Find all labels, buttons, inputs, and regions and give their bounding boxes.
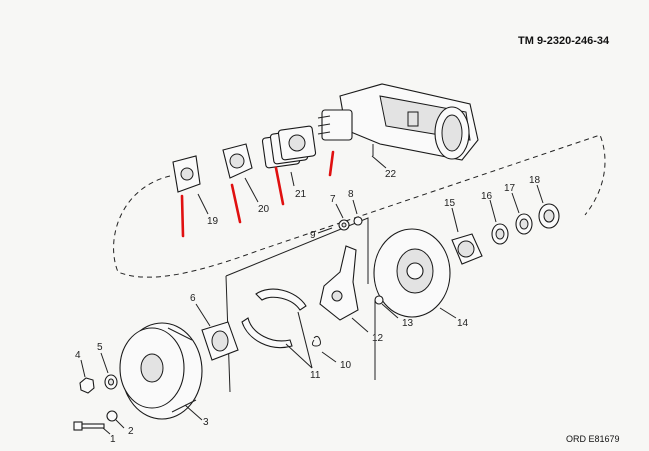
ring-17 bbox=[515, 213, 533, 235]
backing-plate-14 bbox=[373, 228, 451, 318]
leader-13 bbox=[381, 303, 399, 319]
leader-4 bbox=[80, 359, 86, 378]
leader-7 bbox=[335, 203, 344, 219]
leader-12 bbox=[351, 317, 369, 333]
leader-19 bbox=[197, 193, 209, 215]
brake-lever-12 bbox=[319, 245, 359, 321]
leader-2 bbox=[115, 419, 125, 429]
callout-5: 5 bbox=[97, 342, 103, 353]
bearing-flange-15 bbox=[451, 233, 483, 265]
axle-housing bbox=[317, 83, 479, 161]
callout-18: 18 bbox=[529, 175, 541, 186]
callout-4: 4 bbox=[75, 350, 81, 361]
leader-15 bbox=[451, 207, 459, 233]
red-mark-20 bbox=[230, 183, 242, 224]
callout-6: 6 bbox=[190, 293, 196, 304]
callout-1: 1 bbox=[110, 434, 116, 445]
leader-9 bbox=[317, 227, 333, 234]
leader-20 bbox=[244, 177, 259, 203]
brake-drum-3 bbox=[119, 322, 203, 420]
doc-number: TM 9-2320-246-34 bbox=[518, 35, 610, 47]
callout-9: 9 bbox=[310, 230, 316, 241]
red-mark-19 bbox=[180, 194, 185, 238]
callout-13: 13 bbox=[402, 318, 414, 329]
spring-10 bbox=[311, 335, 321, 347]
leader-18 bbox=[536, 184, 544, 204]
leader-16 bbox=[489, 199, 497, 223]
leader-21 bbox=[290, 171, 295, 187]
red-mark-22 bbox=[328, 150, 335, 177]
leader-14 bbox=[439, 307, 457, 319]
leader-8 bbox=[352, 199, 358, 215]
bolt-13 bbox=[374, 295, 384, 305]
washer-5 bbox=[104, 374, 118, 390]
callout-21: 21 bbox=[295, 189, 307, 200]
nut-4 bbox=[79, 377, 95, 394]
hub-6 bbox=[201, 321, 239, 361]
leader-6 bbox=[195, 303, 211, 327]
brake-shoes-11 bbox=[241, 288, 307, 349]
ring-18 bbox=[538, 203, 560, 229]
callout-17: 17 bbox=[504, 183, 516, 194]
callout-12: 12 bbox=[372, 333, 384, 344]
callout-14: 14 bbox=[457, 318, 469, 329]
leader-1 bbox=[102, 427, 111, 435]
ring-16 bbox=[491, 223, 509, 245]
callout-8: 8 bbox=[348, 189, 354, 200]
callout-2: 2 bbox=[128, 426, 134, 437]
callout-16: 16 bbox=[481, 191, 493, 202]
leader-10 bbox=[321, 351, 337, 363]
callout-22: 22 bbox=[385, 169, 397, 180]
callout-11: 11 bbox=[310, 370, 321, 381]
red-mark-21 bbox=[274, 166, 285, 206]
callout-10: 10 bbox=[340, 360, 352, 371]
bolt-1 bbox=[73, 421, 105, 431]
lock-washer-2 bbox=[106, 410, 118, 422]
figure-code: ORD E81679 bbox=[566, 434, 620, 444]
callout-3: 3 bbox=[203, 417, 209, 428]
adapter-plate-20 bbox=[222, 143, 253, 179]
leader-22 bbox=[371, 155, 387, 169]
callout-20: 20 bbox=[258, 204, 270, 215]
leader-3 bbox=[184, 404, 203, 421]
callout-7: 7 bbox=[330, 194, 336, 205]
washer-8 bbox=[353, 216, 363, 226]
leader-11b bbox=[297, 311, 313, 369]
assembly-dashed-loop bbox=[113, 134, 606, 278]
leader-17 bbox=[511, 192, 520, 214]
leader-11a bbox=[285, 343, 313, 369]
leader-5 bbox=[100, 352, 109, 374]
adapter-plate-19 bbox=[172, 155, 201, 193]
gasket-stack bbox=[261, 125, 317, 169]
callout-15: 15 bbox=[444, 198, 456, 209]
callout-19: 19 bbox=[207, 216, 219, 227]
nut-7 bbox=[338, 219, 350, 231]
